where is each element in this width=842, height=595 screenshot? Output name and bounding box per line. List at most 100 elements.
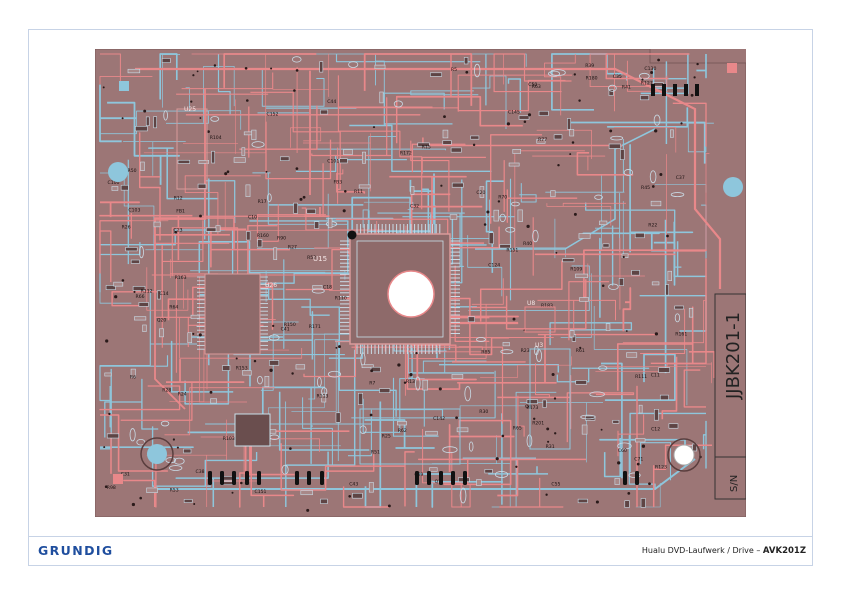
copper-trace [377, 212, 465, 267]
via [483, 223, 487, 226]
via [415, 351, 418, 355]
via [176, 446, 179, 449]
copper-trace [472, 75, 507, 129]
copper-trace [104, 378, 159, 438]
smd-pad [518, 115, 530, 120]
copper-trace [519, 183, 537, 203]
smd-pad [614, 478, 620, 485]
component-designator: R112 [141, 288, 153, 294]
copper-trace [290, 127, 322, 148]
copper-trace [604, 353, 676, 401]
component-designator: R50 [128, 168, 137, 174]
copper-trace [640, 308, 686, 354]
copper-trace [566, 392, 635, 443]
via [533, 417, 536, 420]
smd-pad [499, 244, 511, 249]
component-designator: C60 [618, 448, 627, 454]
component-designator: R12 [174, 196, 183, 202]
grundig-logo: GRUNDIG [38, 543, 114, 558]
smd-pad [674, 305, 684, 310]
connector-pin [220, 471, 224, 485]
copper-trace [162, 54, 181, 108]
smd-pad [599, 220, 608, 226]
copper-trace [431, 480, 503, 508]
via [291, 372, 294, 375]
connector-pin [623, 471, 627, 485]
component-designator: C18 [323, 284, 332, 290]
via [622, 255, 625, 259]
via [231, 491, 234, 494]
capacitor-footprint [589, 391, 605, 398]
component-designator: R66 [136, 294, 145, 300]
smd-pad [368, 482, 374, 493]
capacitor-footprint [267, 193, 272, 203]
copper-trace [260, 259, 285, 349]
component-designator: R109 [570, 267, 582, 273]
smd-pad [665, 284, 669, 296]
copper-trace [536, 129, 592, 159]
copper-trace [261, 69, 325, 107]
ic-u25: U25 [176, 106, 208, 190]
bottom-connector [208, 471, 639, 485]
via [696, 62, 699, 66]
copper-trace [417, 458, 587, 484]
copper-trace [291, 341, 337, 412]
smd-pad [577, 498, 588, 504]
via [198, 333, 202, 337]
capacitor-footprint [500, 349, 514, 355]
smd-pad [320, 109, 329, 115]
ic-u8: U8 [524, 300, 556, 333]
via [139, 496, 142, 500]
smd-pad [397, 421, 407, 426]
capacitor-footprint [442, 446, 458, 454]
smd-pad [442, 129, 449, 139]
via [551, 372, 555, 377]
component-designator: C10 [248, 214, 257, 220]
via [193, 503, 196, 505]
capacitor-footprint [526, 434, 533, 448]
copper-trace [696, 54, 707, 79]
capacitor-footprint [550, 69, 566, 77]
smd-pad [145, 116, 150, 126]
component-designator: R61 [576, 348, 585, 354]
component-designator: C152 [267, 111, 279, 117]
smd-pad [467, 316, 475, 323]
smd-pad [328, 218, 333, 229]
copper-trace [562, 202, 626, 207]
smd-pad [105, 285, 116, 290]
model-number: AVK201Z [762, 546, 806, 556]
capacitor-footprint [459, 487, 467, 504]
smd-pad [526, 399, 538, 405]
smd-pad [106, 433, 120, 439]
copper-trace [439, 363, 560, 373]
via [245, 99, 249, 102]
smd-pad [451, 374, 464, 379]
copper-trace [593, 306, 688, 406]
capacitor-footprint [468, 441, 474, 452]
copper-trace [396, 95, 523, 127]
via [497, 200, 501, 203]
smd-pad [670, 129, 674, 138]
copper-trace [183, 276, 247, 403]
via [253, 359, 257, 363]
smd-pad [578, 233, 591, 239]
via [600, 428, 603, 431]
via [641, 78, 644, 81]
component-designator: R172 [400, 150, 412, 156]
component-designator: R160 [257, 233, 269, 239]
via [209, 390, 213, 394]
copper-trace [199, 163, 324, 217]
copper-trace [493, 53, 572, 93]
component-designator: C103 [128, 208, 140, 214]
via [293, 89, 296, 92]
smd-pad [362, 151, 366, 164]
via [569, 153, 572, 156]
copper-trace [583, 249, 707, 299]
smd-pad [379, 91, 384, 104]
copper-trace [123, 141, 186, 176]
via [224, 172, 228, 176]
component-designator: R98 [107, 485, 116, 491]
copper-trace [181, 72, 274, 90]
via [527, 113, 532, 117]
copper-trace [599, 438, 686, 453]
